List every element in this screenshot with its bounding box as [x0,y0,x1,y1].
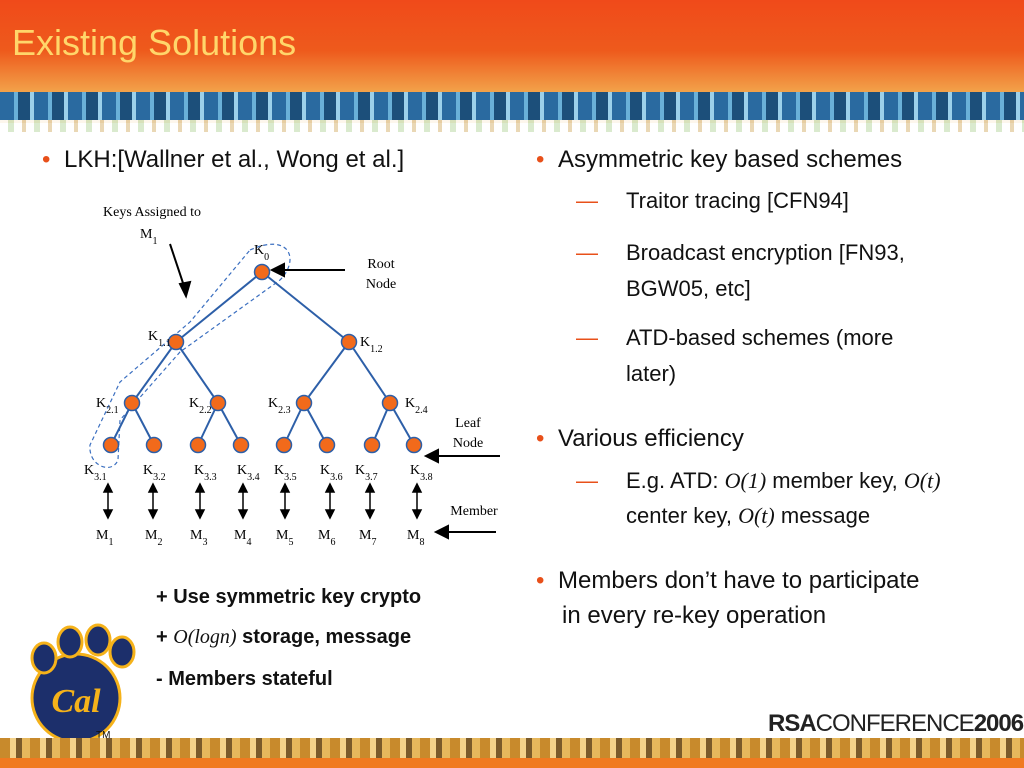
bullet-dot: • [536,146,545,173]
node-k2-3 [295,394,313,412]
sub-broadcast-encryption: —Broadcast encryption [FN93, [576,235,905,271]
label-k1-1: K1.1 [148,329,171,349]
bullet-dot: • [536,425,545,452]
right-bullet-efficiency: •Various efficiency [536,421,744,457]
decorative-band-bottom [0,738,1024,758]
label-k3-4: K3.4 [237,463,260,483]
label-k3-2: K3.2 [143,463,166,483]
label-k3-8: K3.8 [410,463,433,483]
sub-atd-schemes: —ATD-based schemes (more [576,320,893,356]
label-k3-6: K3.6 [320,463,343,483]
root-label-2: Node [366,277,396,292]
left-bullet-text: LKH:[Wallner et al., Wong et al.] [64,146,405,173]
label-m7: M7 [359,528,376,548]
leaf-label-1: Leaf [455,416,481,431]
rsa-conference-logo: RSACONFERENCE2006 [768,710,1024,737]
label-k0: K0 [254,243,269,263]
node-k2-1 [123,394,141,412]
leaf-arrowhead [423,448,439,464]
sub-traitor-tracing: —Traitor tracing [CFN94] [576,183,849,219]
right-bullet-asymmetric: •Asymmetric key based schemes [536,142,902,178]
node-k3-8 [405,436,423,454]
label-k3-1: K3.1 [84,463,107,483]
root-arrowhead [269,262,285,278]
dash-marker: — [576,468,598,493]
point-logn-storage: + O(logn) storage, message [156,626,412,648]
label-m5: M5 [276,528,293,548]
label-k3-7: K3.7 [355,463,378,483]
label-m8: M8 [407,528,424,548]
keys-assigned-arrowhead [178,280,192,299]
label-m6: M6 [318,528,335,548]
trademark-mark: TM [96,730,111,741]
sub-broadcast-encryption-cont: BGW05, etc] [626,276,751,301]
label-m2: M2 [145,528,162,548]
label-k3-3: K3.3 [194,463,217,483]
bullet-dot: • [536,567,545,594]
leaf-label-2: Node [453,436,483,451]
node-k3-4 [232,436,250,454]
node-k2-4 [381,394,399,412]
node-k3-1 [102,436,120,454]
key-tree-diagram: Keys Assigned to M1 Root Node Leaf Node … [0,0,520,560]
node-k3-2 [145,436,163,454]
sub-atd-schemes-cont: later) [626,361,677,386]
right-bullet-members: •Members don’t have to participate [536,563,920,599]
label-k3-5: K3.5 [274,463,297,483]
dash-marker: — [576,188,598,213]
keys-assigned-member: M1 [140,227,157,247]
node-k1-1 [167,333,185,351]
node-k1-2 [340,333,358,351]
cal-logo: Cal [24,622,154,752]
decorative-band-top-accent [0,120,1024,132]
decorative-band-bottom-edge [0,758,1024,768]
node-k0 [253,263,271,281]
node-k3-3 [189,436,207,454]
member-label: Member [450,504,498,519]
point-members-stateful: - Members stateful [156,668,333,690]
left-bullet: • LKH:[Wallner et al., Wong et al.] [42,142,404,178]
right-bullet-members-cont: in every re-key operation [562,602,827,629]
bullet-dot: • [42,146,51,173]
label-k1-2: K1.2 [360,335,383,355]
label-k2-3: K2.3 [268,396,291,416]
sub-atd-example: —E.g. ATD: O(1) member key, O(t) [576,463,941,499]
label-m3: M3 [190,528,207,548]
key-path-outline [89,243,291,468]
label-k2-1: K2.1 [96,396,119,416]
svg-text:Cal: Cal [51,683,101,720]
dash-marker: — [576,240,598,265]
tree-edges [110,271,415,446]
node-k3-7 [363,436,381,454]
member-key-links [102,482,423,520]
point-symmetric-crypto: + Use symmetric key crypto [156,586,422,608]
slide-title: Existing Solutions [12,22,297,63]
root-label-1: Root [367,257,394,272]
node-k3-6 [318,436,336,454]
label-m1: M1 [96,528,113,548]
title-bar: Existing Solutions [0,0,1024,92]
label-k2-2: K2.2 [189,396,212,416]
node-k2-2 [209,394,227,412]
sub-atd-example-cont: center key, O(t) message [626,503,871,528]
label-m4: M4 [234,528,251,548]
keys-assigned-label: Keys Assigned to [103,205,201,220]
label-k2-4: K2.4 [405,396,428,416]
dash-marker: — [576,325,598,350]
member-arrowhead [433,524,449,540]
node-k3-5 [275,436,293,454]
